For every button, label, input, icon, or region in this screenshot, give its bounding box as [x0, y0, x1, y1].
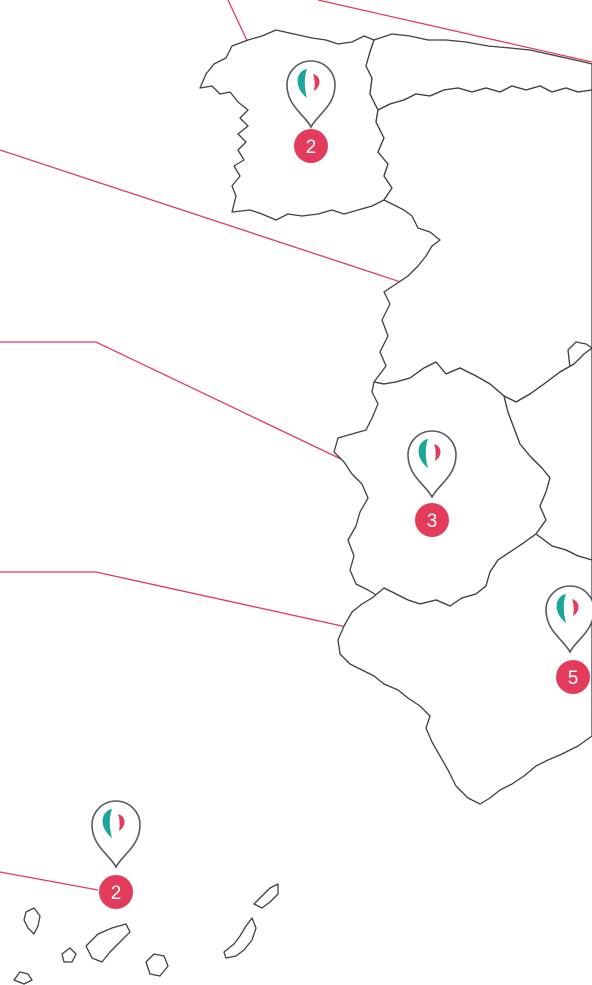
map-pin-heart-icon	[286, 60, 336, 129]
island-la-palma	[23, 907, 41, 935]
island-el-hierro	[13, 971, 33, 985]
region-castilla-leon	[373, 85, 592, 403]
canary-islands	[13, 883, 279, 985]
island-gran-canaria	[145, 953, 169, 977]
map-pin-heart-icon	[91, 800, 141, 869]
marker-count: 3	[427, 511, 438, 532]
marker-count: 5	[568, 668, 579, 689]
island-tenerife	[85, 923, 131, 963]
marker-count: 2	[111, 883, 122, 904]
map-pin-heart-icon	[545, 585, 592, 654]
region-galicia	[199, 29, 393, 221]
island-lanzarote	[253, 883, 279, 909]
count-badge: 2	[294, 129, 328, 163]
leader-line-canarias	[0, 871, 99, 891]
marker-canarias[interactable]: 2	[91, 800, 141, 909]
count-badge: 3	[415, 503, 449, 537]
marker-galicia[interactable]: 2	[286, 60, 336, 163]
marker-extremadura[interactable]: 3	[407, 430, 457, 537]
regions	[199, 29, 592, 805]
marker-count: 2	[306, 137, 317, 158]
map-pin-heart-icon	[407, 430, 457, 499]
region-andalucia	[337, 533, 592, 805]
leader-line-extremadura	[0, 341, 411, 493]
leader-line-top	[317, 0, 592, 63]
leader-lines	[0, 0, 592, 891]
island-la-gomera	[61, 947, 77, 963]
count-badge: 5	[556, 660, 590, 694]
island-fuerteventura	[223, 917, 257, 959]
count-badge: 2	[99, 875, 133, 909]
marker-murcia[interactable]: 5	[545, 585, 592, 694]
